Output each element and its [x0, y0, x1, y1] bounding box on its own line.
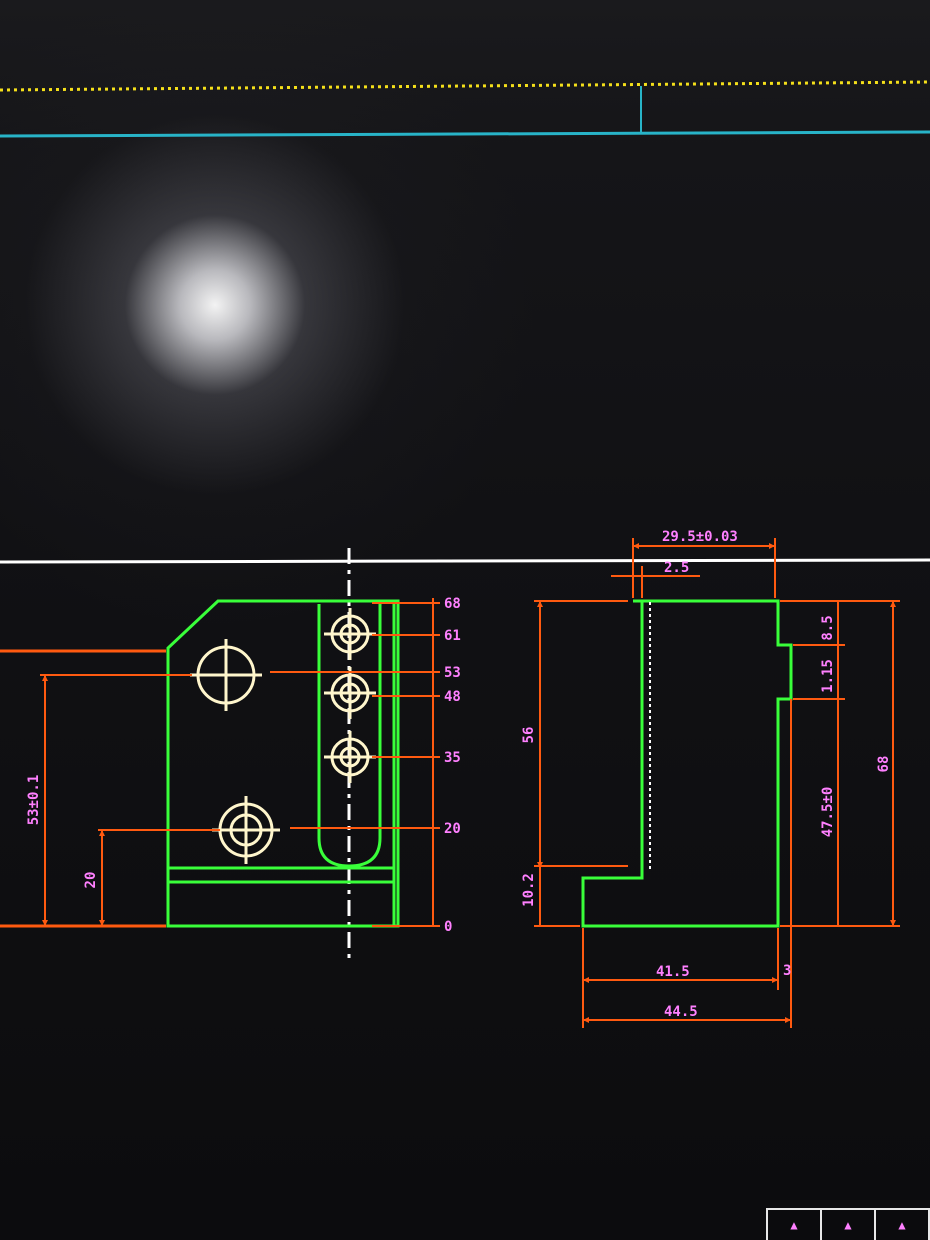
- side-10-2-label: 10.2: [521, 873, 537, 907]
- side-top-arrow-left: [633, 543, 639, 549]
- status-triangle-3[interactable]: ▲: [876, 1210, 930, 1240]
- ordinate-label-2: 53: [444, 665, 461, 681]
- side-1-15-label: 1.15: [820, 659, 836, 693]
- ordinate-label-4: 35: [444, 750, 461, 766]
- front-view-slot: [317, 604, 382, 868]
- side-68-arrow-top: [890, 601, 896, 607]
- side-3-label: 3: [783, 963, 791, 979]
- white-boundary-line: [0, 558, 930, 564]
- side-68-arrow-bottom: [890, 920, 896, 926]
- dim-53-label: 53±0.1: [26, 775, 42, 826]
- side-41-5-label: 41.5: [656, 964, 690, 980]
- side-56-label: 56: [521, 727, 537, 744]
- side-47-5-label: 47.5±0: [820, 787, 836, 838]
- side-41-5-arrow-right: [772, 977, 778, 983]
- status-triangle-1[interactable]: ▲: [768, 1210, 822, 1240]
- cyan-reference-line: [0, 130, 930, 138]
- front-view-outline: [166, 599, 400, 928]
- side-41-5-arrow-left: [583, 977, 589, 983]
- side-44-5-arrow-left: [583, 1017, 589, 1023]
- dim-20-label: 20: [83, 872, 99, 889]
- side-view-outline: [581, 599, 793, 928]
- side-8-5-label: 8.5: [820, 615, 836, 640]
- dim-53-arrow-bottom: [42, 920, 48, 926]
- side-view: [581, 599, 793, 928]
- ordinate-label-0: 68: [444, 596, 461, 612]
- dim-53-arrow-top: [42, 675, 48, 681]
- ordinate-label-1: 61: [444, 628, 461, 644]
- status-bar: ▲ ▲ ▲: [766, 1208, 930, 1240]
- dim-20-arrow-bottom: [99, 920, 105, 926]
- yellow-dotted-line: [0, 80, 930, 92]
- side-56-arrow-top: [537, 601, 543, 607]
- dim-20-arrow-top: [99, 830, 105, 836]
- ordinate-label-5: 20: [444, 821, 461, 837]
- side-44-5-label: 44.5: [664, 1004, 698, 1020]
- ordinate-label-6: 0: [444, 919, 452, 935]
- ordinate-label-3: 48: [444, 689, 461, 705]
- side-44-5-arrow-right: [785, 1017, 791, 1023]
- status-triangle-2[interactable]: ▲: [822, 1210, 876, 1240]
- side-2-5-label: 2.5: [664, 560, 689, 576]
- side-top-arrow-right: [769, 543, 775, 549]
- side-68-label: 68: [876, 756, 892, 773]
- side-top-label: 29.5±0.03: [662, 529, 738, 545]
- front-view: [166, 548, 400, 962]
